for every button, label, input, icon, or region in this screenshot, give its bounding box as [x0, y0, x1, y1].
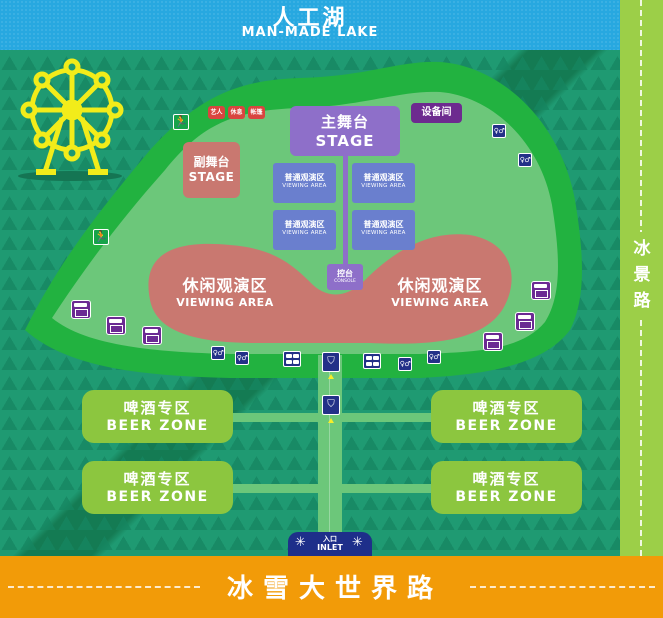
leisure-viewing-area-right[interactable]: 休闲观演区 VIEWING AREA: [375, 272, 505, 309]
side-stage-label-en: STAGE: [188, 170, 235, 184]
viewing-area[interactable]: 普通观演区 VIEWING AREA: [273, 163, 336, 203]
viewing-area[interactable]: 普通观演区 VIEWING AREA: [352, 163, 415, 203]
main-stage-label-zh: 主舞台: [320, 113, 369, 131]
security-check-icon[interactable]: ⛉: [322, 395, 340, 415]
path-centerline: [329, 355, 330, 535]
viewing-area[interactable]: 普通观演区 VIEWING AREA: [273, 210, 336, 250]
beer-zone[interactable]: 啤酒专区 BEER ZONE: [82, 390, 233, 443]
beer-zone-label-en: BEER ZONE: [106, 489, 209, 505]
viewing-area-label-en: VIEWING AREA: [282, 230, 327, 236]
leisure-viewing-area-left[interactable]: 休闲观演区 VIEWING AREA: [160, 272, 290, 309]
bingjing-road: 冰景路: [620, 0, 663, 556]
beer-zone[interactable]: 啤酒专区 BEER ZONE: [431, 390, 582, 443]
main-stage-label-en: STAGE: [315, 132, 375, 150]
path-to-beer-zone: [225, 413, 320, 422]
artist-rest-tag[interactable]: 帐篷: [248, 106, 265, 119]
side-stage[interactable]: 副舞台 STAGE: [183, 142, 240, 198]
locker-icon[interactable]: [363, 353, 381, 369]
viewing-area-label-zh: 普通观演区: [363, 220, 404, 229]
viewing-area[interactable]: 普通观演区 VIEWING AREA: [352, 210, 415, 250]
lake-label-zh: 人工湖: [272, 6, 348, 31]
main-stage[interactable]: 主舞台 STAGE: [290, 106, 400, 156]
road-dash: [470, 586, 655, 588]
bingxue-dashijie-road: 冰雪大世界路: [0, 556, 663, 618]
beer-zone[interactable]: 啤酒专区 BEER ZONE: [82, 461, 233, 514]
ferris-wheel-icon: [18, 58, 124, 181]
toilet-icon[interactable]: ♀♂: [235, 351, 249, 365]
man-made-lake: 人工湖 MAN-MADE LAKE: [0, 0, 620, 50]
entrance-gate-icon[interactable]: ⛉: [322, 352, 340, 372]
beer-zone[interactable]: 啤酒专区 BEER ZONE: [431, 461, 582, 514]
leisure-label-zh: 休闲观演区: [397, 276, 483, 295]
viewing-area-label-en: VIEWING AREA: [361, 230, 406, 236]
stage-console-line: [343, 156, 348, 264]
inlet-label-zh: 入口: [323, 535, 337, 543]
beer-zone-label-zh: 啤酒专区: [472, 470, 541, 488]
inlet[interactable]: ✳ 入口 INLET ✳: [288, 532, 372, 556]
viewing-area-label-zh: 普通观演区: [284, 173, 325, 182]
toilet-icon[interactable]: ♀♂: [211, 346, 225, 360]
shop-stall-icon[interactable]: [531, 281, 551, 300]
side-stage-label-zh: 副舞台: [193, 155, 230, 169]
snowflake-icon: ✳: [295, 535, 306, 550]
direction-arrow-icon: [328, 418, 334, 423]
beer-zone-label-en: BEER ZONE: [106, 418, 209, 434]
console-label-zh: 控台: [337, 269, 353, 278]
direction-arrow-icon: [328, 374, 334, 379]
beer-zone-label-en: BEER ZONE: [455, 418, 558, 434]
beer-zone-label-zh: 啤酒专区: [123, 399, 192, 417]
snowflake-icon: ✳: [352, 535, 363, 550]
leisure-area-shape: [148, 234, 512, 344]
equipment-room[interactable]: 设备间: [411, 103, 462, 123]
path-to-beer-zone: [225, 484, 320, 493]
shop-stall-icon[interactable]: [142, 326, 162, 345]
road-dash: [8, 586, 200, 588]
console[interactable]: 控台 CONSOLE: [327, 264, 363, 290]
console-label-en: CONSOLE: [334, 279, 356, 284]
toilet-icon[interactable]: ♀♂: [492, 124, 506, 138]
viewing-area-label-zh: 普通观演区: [284, 220, 325, 229]
bingjing-road-label: 冰景路: [630, 232, 654, 318]
toilet-icon[interactable]: ♀♂: [398, 357, 412, 371]
locker-icon[interactable]: [283, 351, 301, 367]
shop-stall-icon[interactable]: [71, 300, 91, 319]
artist-rest-tag[interactable]: 休息: [228, 106, 245, 119]
leisure-label-en: VIEWING AREA: [391, 296, 489, 309]
path-to-beer-zone: [342, 484, 432, 493]
leisure-label-zh: 休闲观演区: [182, 276, 268, 295]
emergency-exit-icon[interactable]: 🏃: [93, 229, 109, 245]
lake-label-en: MAN-MADE LAKE: [241, 25, 379, 40]
viewing-area-label-en: VIEWING AREA: [282, 183, 327, 189]
inlet-label-en: INLET: [317, 543, 343, 552]
toilet-icon[interactable]: ♀♂: [427, 350, 441, 364]
toilet-icon[interactable]: ♀♂: [518, 153, 532, 167]
shop-stall-icon[interactable]: [106, 316, 126, 335]
artist-rest-tag[interactable]: 艺人: [208, 106, 225, 119]
shop-stall-icon[interactable]: [483, 332, 503, 351]
emergency-exit-icon[interactable]: 🏃: [173, 114, 189, 130]
shop-stall-icon[interactable]: [515, 312, 535, 331]
viewing-area-label-zh: 普通观演区: [363, 173, 404, 182]
path-to-beer-zone: [342, 413, 432, 422]
beer-zone-label-zh: 啤酒专区: [123, 470, 192, 488]
viewing-area-label-en: VIEWING AREA: [361, 183, 406, 189]
main-path: [318, 355, 342, 535]
beer-zone-label-zh: 啤酒专区: [472, 399, 541, 417]
bingxue-road-label: 冰雪大世界路: [226, 574, 443, 604]
beer-zone-label-en: BEER ZONE: [455, 489, 558, 505]
leisure-label-en: VIEWING AREA: [176, 296, 274, 309]
